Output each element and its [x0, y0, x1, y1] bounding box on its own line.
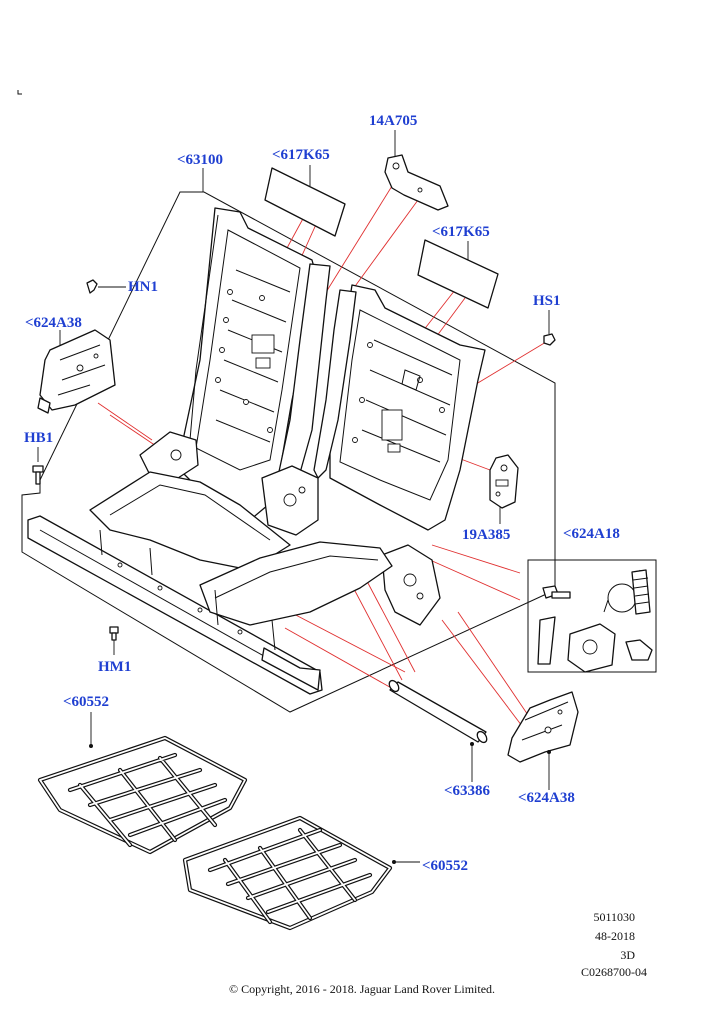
- label-617k65-upper[interactable]: <617K65: [272, 147, 330, 163]
- assembly-boundary: [21, 191, 556, 713]
- fasteners: [32, 279, 556, 641]
- illustration-code: C0268700-04: [581, 965, 647, 979]
- bracket-624a38-right: [507, 691, 579, 763]
- label-hb1[interactable]: HB1: [24, 430, 54, 446]
- corner-mark: [17, 90, 22, 95]
- label-63100[interactable]: <63100: [177, 152, 224, 168]
- label-624a18[interactable]: <624A18: [563, 526, 620, 542]
- bracket-624a38-left: [37, 329, 116, 414]
- seat-base-frame: [27, 471, 393, 695]
- label-19a385[interactable]: 19A385: [462, 527, 511, 543]
- tube-63386: [388, 679, 488, 744]
- label-60552-upper[interactable]: <60552: [63, 694, 110, 710]
- label-624a38-left[interactable]: <624A38: [25, 315, 82, 331]
- label-624a38-right[interactable]: <624A38: [518, 790, 575, 806]
- seatback-frame-right: [313, 284, 486, 531]
- label-hs1[interactable]: HS1: [533, 293, 561, 309]
- view-code: 3D: [620, 948, 635, 962]
- bracket-14a705: [384, 154, 449, 211]
- label-63386[interactable]: <63386: [444, 783, 491, 799]
- plate-19a385: [489, 454, 519, 509]
- label-617k65-lower[interactable]: <617K65: [432, 224, 490, 240]
- kit-624a18-box: [527, 559, 657, 673]
- seat-wire-frame-upper: [37, 735, 248, 855]
- label-hm1[interactable]: HM1: [98, 659, 132, 675]
- label-dots: [89, 742, 551, 864]
- guide-617k65-upper: [264, 167, 346, 237]
- hinge-mechanisms: [139, 431, 441, 626]
- label-60552-lower[interactable]: <60552: [422, 858, 469, 874]
- date-code: 48-2018: [595, 929, 635, 943]
- label-guides: [37, 130, 550, 863]
- label-14a705[interactable]: 14A705: [369, 113, 418, 129]
- label-hn1[interactable]: HN1: [128, 279, 158, 295]
- copyright-notice: © Copyright, 2016 - 2018. Jaguar Land Ro…: [228, 982, 496, 996]
- seat-wire-frame-lower: [182, 815, 393, 931]
- guide-617k65-lower: [417, 239, 499, 309]
- drawing-code: 5011030: [593, 910, 635, 924]
- seatback-frame-left: [179, 207, 331, 521]
